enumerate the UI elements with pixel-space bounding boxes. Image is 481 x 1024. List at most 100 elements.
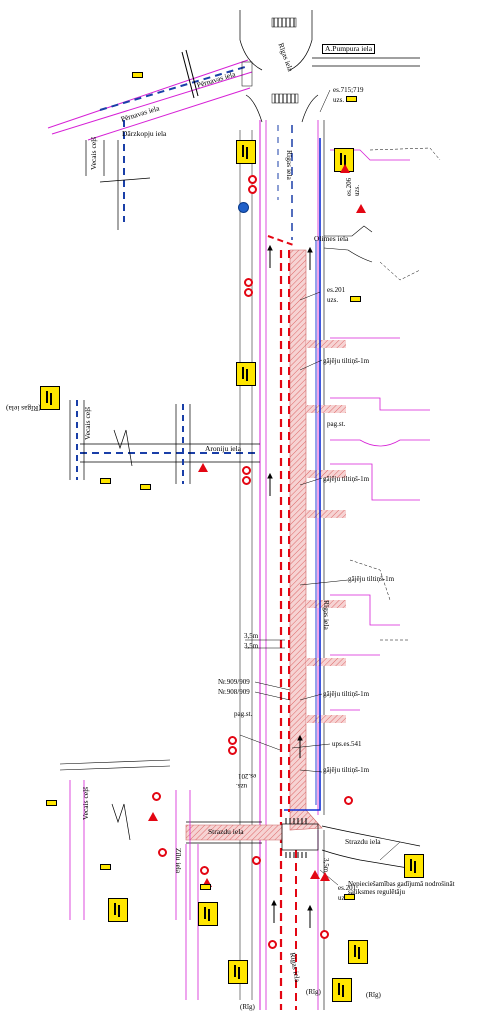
warning-triangle-5: [340, 164, 350, 173]
prohibition-sign-9: [152, 792, 161, 801]
prohibition-sign-2: [248, 185, 257, 194]
annotation-uzs-201-mid: uzs.: [236, 782, 248, 790]
street-label-rigas-upper: Rīgas iela: [285, 150, 294, 180]
prohibition-sign-15: [344, 796, 353, 805]
street-label-vecais-cels-2: Vecais ceļš: [83, 406, 92, 440]
crosswalks-top: [241, 17, 299, 104]
strazdu-intersection: [186, 821, 421, 871]
vecais-cels-bottom: [69, 780, 191, 920]
work-zone-bridge-4: [306, 510, 346, 518]
street-label-zilu: Zīlu iela: [174, 848, 183, 874]
street-label-rigas-mid: Rīgas iela: [322, 600, 331, 630]
traffic-light-1: [132, 72, 143, 78]
pernavas-centerline: [99, 66, 246, 111]
annotation-es-206: es.206: [345, 177, 353, 196]
yellow-detour-sign-7: [404, 854, 424, 878]
work-zone-bridge-7: [306, 715, 346, 723]
annotation-ups-es-541: ups.es.541: [332, 740, 362, 748]
prohibition-sign-11: [200, 866, 209, 875]
traffic-light-3: [350, 296, 361, 302]
parcel-boundaries-dashed: [349, 147, 441, 641]
yellow-detour-sign-4: [40, 386, 60, 410]
annotation-uzs-206: uzs.: [353, 184, 361, 196]
street-label-a-pumpura: A.Pumpura iela: [322, 44, 376, 54]
traffic-light-4: [100, 478, 111, 484]
blue-closure-line: [284, 138, 321, 811]
yellow-detour-sign-6: [198, 902, 218, 926]
street-label-strazdu-right: Strazdu iela: [345, 837, 381, 846]
annotation-es-201-mid: es.201: [238, 772, 257, 780]
annotation-es-201-bot: es.201: [338, 884, 357, 892]
prohibition-sign-1: [248, 175, 257, 184]
break-zigzag-bottom: [111, 803, 131, 841]
work-zone-bridge-2: [306, 405, 346, 413]
annotation-es-715: es.715;719: [333, 86, 364, 94]
annotation-dim-1: 3,5m: [244, 632, 259, 640]
street-label-rigas-iela-vert: (Rīgas iela): [6, 404, 41, 413]
annotation-gajeju-2: gājēju tiltiņš-1m: [323, 475, 370, 483]
work-zone-hatched: [289, 249, 323, 831]
prohibition-sign-13: [320, 930, 329, 939]
street-label-olimes: Olimes iela: [314, 234, 349, 243]
traffic-light-5: [140, 484, 151, 490]
annotation-uzs-1: uzs.: [333, 96, 345, 104]
annotation-dim-3: 3,5m: [322, 858, 330, 873]
yellow-detour-sign-10: [332, 978, 352, 1002]
annotation-gajeju-4: gājēju tiltiņš-1m: [323, 690, 370, 698]
work-zone-bridge-1: [306, 340, 346, 348]
vecais-cels-mid: [69, 400, 191, 484]
yellow-detour-sign-8: [348, 940, 368, 964]
annotation-es-201-top: es.201: [327, 286, 346, 294]
annotation-tag-1: (Rīg): [366, 991, 381, 999]
annotation-pag-st-1: pag.st.: [327, 420, 346, 428]
work-zone-bridge-3: [306, 470, 346, 478]
prohibition-sign-5: [242, 466, 251, 475]
warning-triangle-1: [198, 463, 208, 472]
zilu-street: [185, 844, 199, 1000]
yellow-detour-sign-1: [236, 140, 256, 164]
prohibition-sign-8: [228, 746, 237, 755]
direction-arrows: [267, 244, 313, 928]
traffic-light-7: [100, 864, 111, 870]
warning-triangle-4: [320, 872, 330, 881]
annotation-dim-2: 3,5m: [244, 642, 259, 650]
pernavas-break: [181, 51, 195, 99]
work-zone-bridge-5: [306, 600, 346, 608]
break-zigzag-mid: [113, 429, 133, 467]
annotation-nr-909: Nr.909/909: [218, 678, 250, 686]
vecais-cels-top: [85, 140, 119, 230]
street-label-darzkopju: Dārzkopju iela: [122, 129, 167, 138]
warning-triangle-2: [148, 812, 158, 821]
prohibition-sign-4: [244, 288, 253, 297]
red-taper-top: [267, 235, 297, 247]
annotation-gajeju-5: gājēju tiltiņš-1m: [323, 766, 370, 774]
annotation-gajeju-1: gājēju tiltiņš-1m: [323, 357, 370, 365]
street-label-strazdu-left: Strazdu iela: [208, 827, 244, 836]
warning-triangle-3: [202, 878, 212, 887]
traffic-light-9: [200, 884, 211, 890]
top-intersection: [239, 10, 420, 123]
yellow-detour-sign-5: [108, 898, 128, 922]
prohibition-sign-14: [268, 940, 277, 949]
street-label-vecais-cels-3: Vecais ceļš: [81, 786, 90, 820]
annotation-uzs-201-top: uzs.: [327, 296, 339, 304]
annotation-nr-908: Nr.908/909: [218, 688, 250, 696]
prohibition-sign-6: [242, 476, 251, 485]
crosswalk-stripes-top: [273, 18, 296, 103]
leader-lines: [239, 89, 401, 886]
vecais-bottom-black: [59, 759, 171, 771]
annotation-tag-2: (Rīg): [306, 988, 321, 996]
olimes-street: [323, 225, 373, 263]
warning-triangle-7: [310, 870, 320, 879]
left-parcel-lines: [239, 130, 253, 1000]
traffic-light-6: [46, 800, 57, 806]
crosswalks-bottom: [285, 818, 307, 858]
aroniju-street: [80, 443, 260, 463]
annotation-pag-st-2: pag.st.: [234, 710, 253, 718]
vecais-break: [99, 177, 151, 183]
yellow-detour-sign-9: [228, 960, 248, 984]
annotation-uzs-201-bot: uzs.: [338, 894, 349, 902]
annotation-tag-3: (Rīg): [240, 1003, 255, 1011]
prohibition-sign-3: [244, 278, 253, 287]
